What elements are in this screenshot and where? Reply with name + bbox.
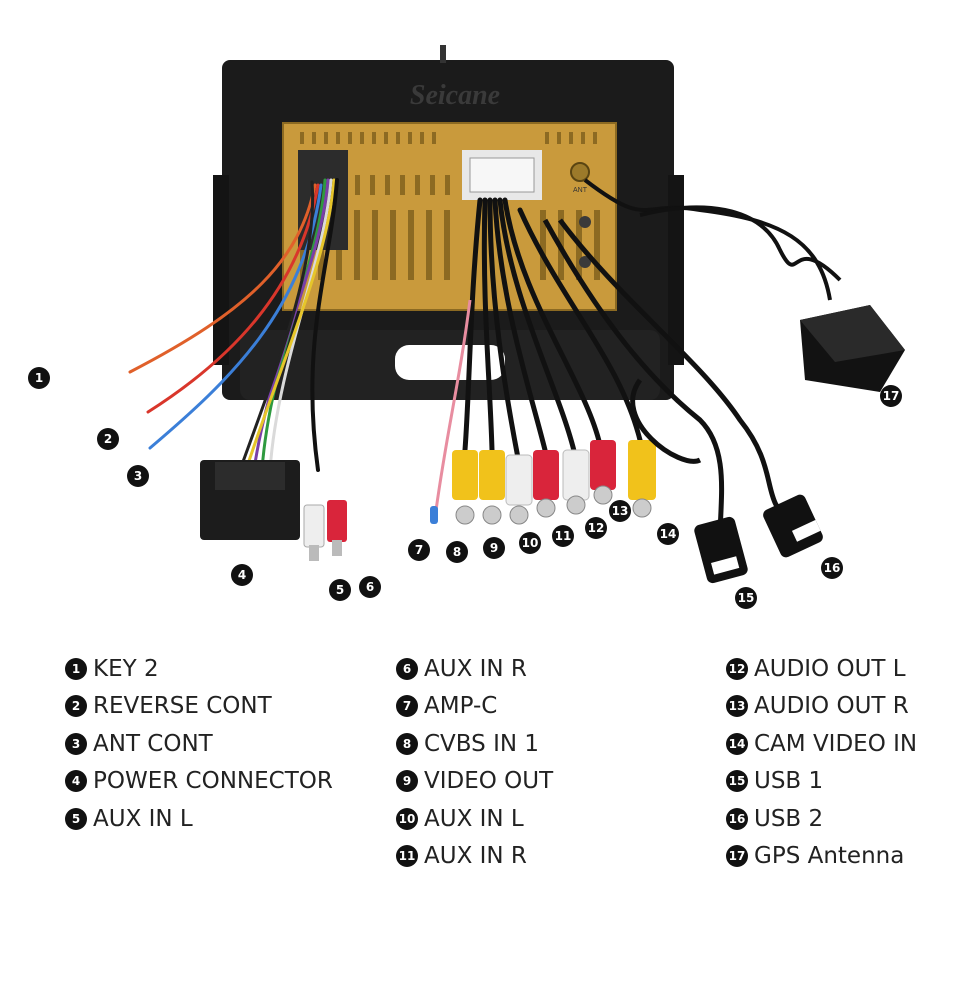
marker-2: 2 bbox=[97, 428, 119, 450]
legend-number: 15 bbox=[726, 770, 748, 793]
legend-label: REVERSE CONT bbox=[93, 693, 272, 720]
legend-label: AMP-C bbox=[424, 693, 498, 720]
legend-label: CAM VIDEO IN bbox=[754, 730, 918, 757]
legend-label: USB 2 bbox=[754, 805, 824, 832]
ant-port-label: ANT bbox=[573, 187, 588, 194]
legend-label: ANT CONT bbox=[93, 730, 213, 757]
marker-10: 10 bbox=[519, 532, 541, 554]
legend-label: AUDIO OUT L bbox=[754, 655, 906, 682]
usb-connectors bbox=[694, 494, 823, 584]
power-connector bbox=[200, 460, 300, 540]
legend-number: 2 bbox=[65, 695, 87, 718]
gps-antenna-puck bbox=[800, 305, 905, 392]
brand-watermark: Seicane bbox=[410, 80, 500, 111]
marker-16: 16 bbox=[821, 557, 843, 579]
legend-item: 6 AUX IN R bbox=[396, 650, 553, 688]
legend-label: AUX IN R bbox=[424, 655, 527, 682]
legend-label: POWER CONNECTOR bbox=[93, 768, 333, 795]
legend-number: 16 bbox=[726, 807, 748, 830]
legend-number: 11 bbox=[396, 845, 418, 868]
marker-4: 4 bbox=[231, 564, 253, 586]
legend-item: 14 CAM VIDEO IN bbox=[726, 725, 917, 763]
aux-rca-plugs-5-6 bbox=[303, 500, 347, 561]
legend-item: 9 VIDEO OUT bbox=[396, 763, 553, 801]
legend-item: 8 CVBS IN 1 bbox=[396, 725, 553, 763]
legend-number: 7 bbox=[396, 695, 418, 718]
marker-9: 9 bbox=[483, 537, 505, 559]
legend-label: USB 1 bbox=[754, 768, 824, 795]
marker-8: 8 bbox=[446, 541, 468, 563]
rca-bundle-wires bbox=[462, 197, 643, 461]
legend-item: 11 AUX IN R bbox=[396, 838, 553, 876]
legend-item: 12 AUDIO OUT L bbox=[726, 650, 917, 688]
legend-number: 8 bbox=[396, 732, 418, 755]
legend-label: AUDIO OUT R bbox=[754, 693, 909, 720]
legend-number: 6 bbox=[396, 657, 418, 680]
legend-column-3: 12 AUDIO OUT L 13 AUDIO OUT R 14 CAM VIDEO … bbox=[726, 650, 917, 875]
legend-column-1: 1 KEY 2 2 REVERSE CONT 3 ANT CONT 4 POWER CO… bbox=[65, 650, 333, 838]
legend-label: KEY 2 bbox=[93, 655, 159, 682]
legend-item: 16 USB 2 bbox=[726, 800, 917, 838]
legend-item: 4 POWER CONNECTOR bbox=[65, 763, 333, 801]
legend-item: 7 AMP-C bbox=[396, 688, 553, 726]
legend-number: 10 bbox=[396, 807, 418, 830]
legend-number: 13 bbox=[726, 695, 748, 718]
legend-number: 5 bbox=[65, 807, 87, 830]
wiring-harness-illustration: Seicane A bbox=[128, 45, 905, 584]
legend-number: 3 bbox=[65, 732, 87, 755]
usb-cables bbox=[542, 218, 792, 541]
legend-item: 3 ANT CONT bbox=[65, 725, 333, 763]
marker-14: 14 bbox=[657, 523, 679, 545]
legend-number: 4 bbox=[65, 770, 87, 793]
marker-3: 3 bbox=[127, 465, 149, 487]
legend-item: 5 AUX IN L bbox=[65, 800, 333, 838]
legend-item: 15 USB 1 bbox=[726, 763, 917, 801]
rca-plugs bbox=[452, 440, 656, 525]
legend-number: 12 bbox=[726, 657, 748, 680]
marker-11: 11 bbox=[552, 525, 574, 547]
legend-item: 13 AUDIO OUT R bbox=[726, 688, 917, 726]
marker-1: 1 bbox=[28, 367, 50, 389]
marker-12: 12 bbox=[585, 517, 607, 539]
legend-item: 1 KEY 2 bbox=[65, 650, 333, 688]
legend-label: AUX IN L bbox=[93, 805, 193, 832]
amp-c-wire bbox=[433, 299, 472, 519]
legend-item: 2 REVERSE CONT bbox=[65, 688, 333, 726]
marker-5: 5 bbox=[329, 579, 351, 601]
legend-label: VIDEO OUT bbox=[424, 768, 554, 795]
legend-number: 14 bbox=[726, 732, 748, 755]
legend-number: 17 bbox=[726, 845, 748, 868]
marker-17: 17 bbox=[880, 385, 902, 407]
legend-number: 1 bbox=[65, 657, 87, 680]
power-harness-wires bbox=[128, 178, 339, 472]
marker-6: 6 bbox=[359, 576, 381, 598]
legend-item: 17 GPS Antenna bbox=[726, 838, 917, 876]
legend-label: GPS Antenna bbox=[754, 843, 905, 870]
marker-7: 7 bbox=[408, 539, 430, 561]
legend-label: CVBS IN 1 bbox=[424, 730, 540, 757]
legend-item: 10 AUX IN L bbox=[396, 800, 553, 838]
legend-label: AUX IN L bbox=[424, 805, 524, 832]
marker-15: 15 bbox=[735, 587, 757, 609]
legend-number: 9 bbox=[396, 770, 418, 793]
gps-cable bbox=[583, 178, 842, 301]
legend-label: AUX IN R bbox=[424, 843, 527, 870]
marker-13: 13 bbox=[609, 500, 631, 522]
